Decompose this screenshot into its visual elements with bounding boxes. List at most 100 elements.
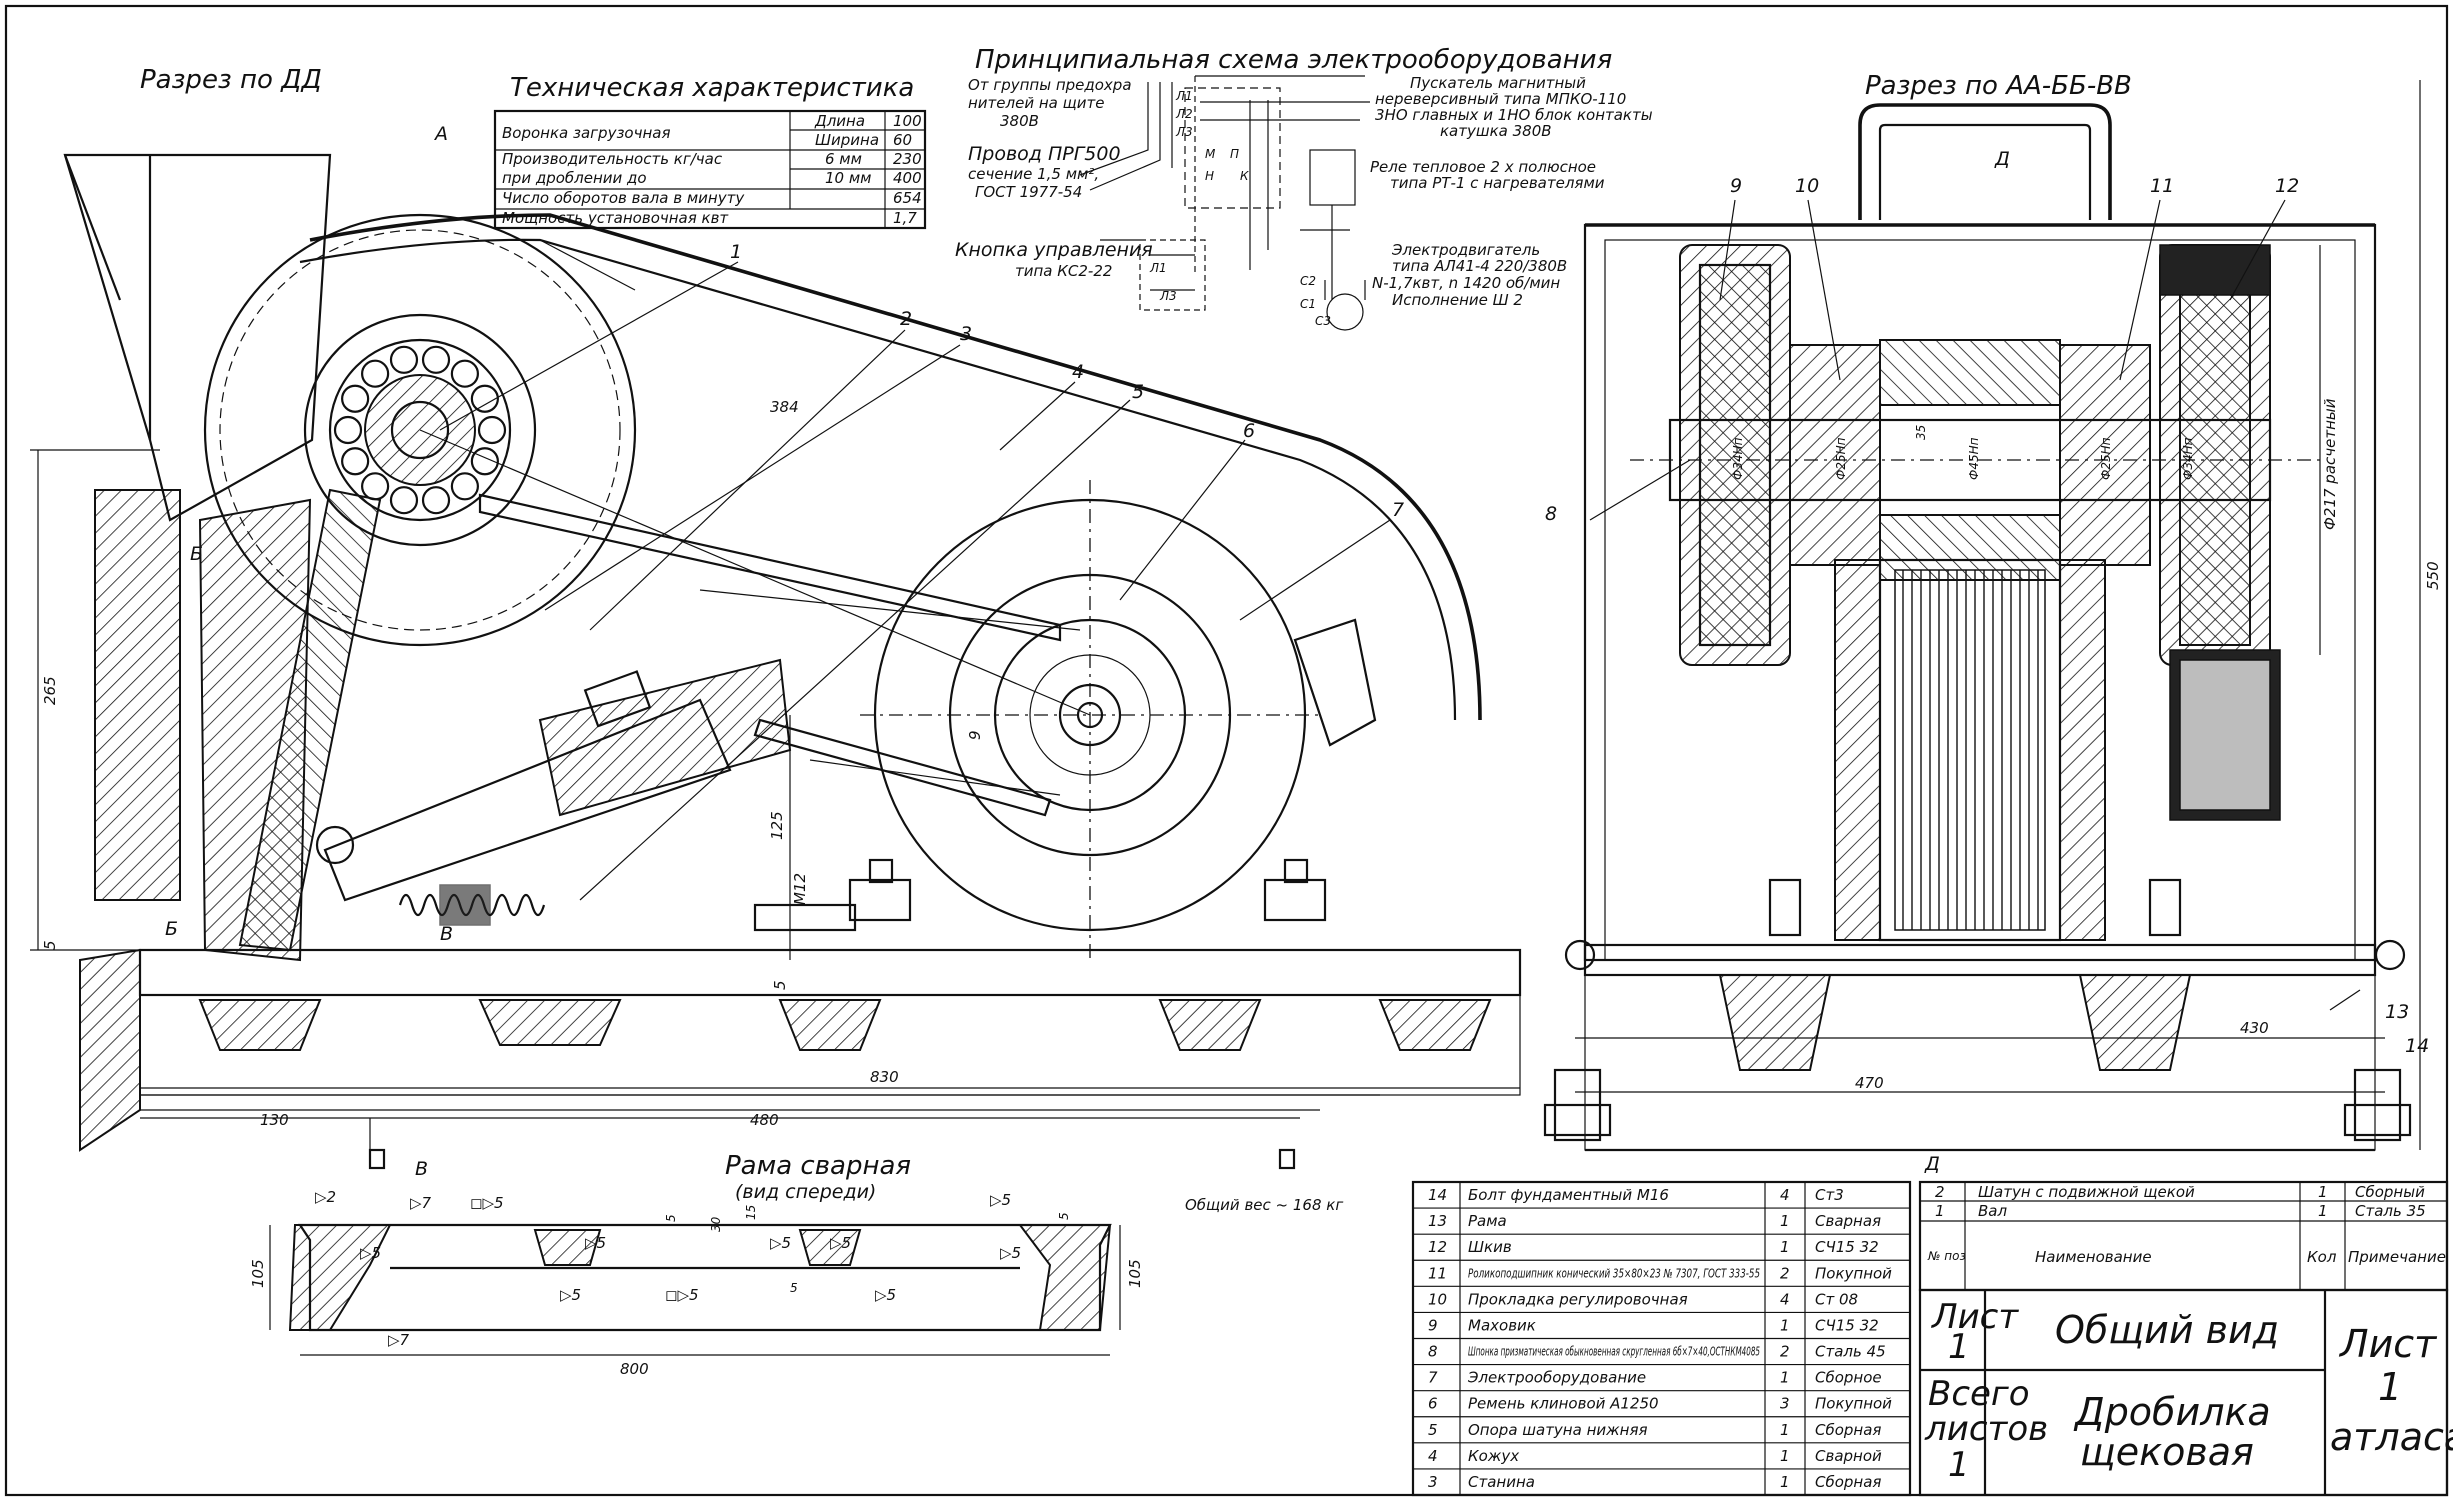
bom-name: Электрооборудование — [1467, 1369, 1646, 1387]
bearing-roller — [470, 384, 499, 413]
weld-5: ▷5 — [585, 1234, 606, 1252]
bom-qty: 1 — [1780, 1369, 1790, 1387]
section-dd-heading: Разрез по ДД — [140, 65, 322, 95]
bom-qty: 3 — [1780, 1395, 1790, 1413]
bearing-roller — [421, 345, 451, 374]
bearing-roller — [341, 384, 370, 413]
bom-qty: 1 — [1780, 1473, 1790, 1491]
dim-5-mid: 5 — [771, 980, 789, 990]
tech-row-funnel: Воронка загрузочная — [502, 124, 670, 142]
frame-front-view: Рама сварная (вид спереди) Общий вес ~ 1… — [249, 1151, 1343, 1378]
tech-row-rpm-val: 654 — [893, 189, 922, 207]
dim-35: 35 — [1914, 425, 1928, 440]
weld-3: ◻▷5 — [470, 1194, 504, 1212]
section-mark-v-bottom: В — [415, 1158, 428, 1180]
section-mark-d-top: Д — [1994, 148, 2010, 170]
svg-text:С2: С2 — [1300, 274, 1316, 288]
svg-text:С1: С1 — [1300, 297, 1316, 311]
section-mark-b-top: Б — [190, 543, 203, 565]
svg-text:Л3: Л3 — [1175, 125, 1193, 139]
svg-text:С3: С3 — [1315, 314, 1331, 328]
bom-note: Сварной — [1815, 1447, 1882, 1465]
callout-10: 10 — [1795, 175, 1819, 197]
bom-pos: 9 — [1428, 1316, 1438, 1334]
bom-header-name: Наименование — [2035, 1248, 2152, 1266]
bom-note: Ст3 — [1815, 1186, 1844, 1204]
scheme-motor-2: типа АЛ41-4 220/380В — [1392, 257, 1567, 275]
section-mark-b-bottom: Б — [165, 918, 178, 940]
bom-note: Сборная — [1815, 1421, 1881, 1439]
svg-text:М: М — [1205, 147, 1216, 161]
dim-9: 9 — [966, 730, 984, 740]
weld-9: ◻▷5 — [665, 1286, 699, 1304]
right-section-view: 8 9 10 11 12 13 14 Д Д Ф34Нп Ф25Нп 35 Ф4… — [1543, 80, 2442, 1175]
callout-7: 7 — [1392, 499, 1404, 521]
dim-470: 470 — [1855, 1074, 1884, 1092]
bom-name: Ремень клиновой А1250 — [1468, 1395, 1659, 1413]
bom-note: СЧ15 32 — [1815, 1238, 1879, 1256]
scheme-heading: Принципиальная схема электрооборудования — [975, 45, 1612, 75]
dim-265: 265 — [41, 676, 59, 705]
weld-11: ▷5 — [1000, 1244, 1021, 1262]
tech-row-width-val: 60 — [893, 131, 912, 149]
bom-pos: 5 — [1428, 1421, 1438, 1439]
dim-phi45: Ф45Нп — [1967, 437, 1981, 480]
bearing-roller — [450, 359, 479, 388]
title-block: Лист 1 Всего листов 1 Общий вид Дробилка… — [1918, 1288, 2453, 1497]
bom-note: Сварная — [1815, 1212, 1881, 1230]
bom-r-note-2: Сборный — [2355, 1183, 2425, 1201]
bom-r-pos-1: 1 — [1935, 1202, 1945, 1220]
callout-2: 2 — [900, 308, 912, 330]
total-sheets-number: 1 — [1948, 1445, 1970, 1485]
bom-pos: 3 — [1428, 1473, 1438, 1491]
dim-phi25-left: Ф25Нп — [1834, 437, 1848, 480]
scheme-motor-3: N-1,7квт, n 1420 об/мин — [1372, 274, 1560, 292]
weld-1: ▷2 — [315, 1188, 336, 1206]
flywheel-left — [203, 213, 637, 647]
bom-name: Опора шатуна нижняя — [1468, 1421, 1648, 1439]
bom-pos: 6 — [1428, 1395, 1438, 1413]
dim-480: 480 — [750, 1111, 779, 1129]
bom-header-qty: Кол — [2307, 1248, 2337, 1266]
bearing-roller — [477, 415, 507, 445]
bom-name: Маховик — [1468, 1316, 1536, 1334]
section-mark-d-bottom: Д — [1924, 1153, 1940, 1175]
atlas-sheet-label: Лист — [2338, 1322, 2438, 1366]
callout-14: 14 — [2405, 1035, 2429, 1057]
bom-r-qty-2: 1 — [2318, 1183, 2328, 1201]
bom-name: Болт фундаментный М16 — [1468, 1186, 1669, 1204]
bearing-roller — [333, 415, 363, 445]
callout-8: 8 — [1545, 503, 1557, 525]
bearing-roller — [361, 359, 390, 388]
tech-spec-heading: Техническая характеристика — [510, 73, 914, 103]
bom-r-note-1: Сталь 35 — [2355, 1202, 2426, 1220]
tech-row-prod-sub: 6 мм — [825, 150, 862, 168]
bom-name: Роликоподшипник конический 35×80×23 № 73… — [1468, 1266, 1760, 1280]
scheme-relay-1: Реле тепловое 2 х полюсное — [1370, 158, 1596, 176]
tech-row-funnel-val: 100 — [893, 112, 922, 130]
bearing-roller — [470, 447, 499, 476]
scheme-wire-2: сечение 1,5 мм², — [968, 165, 1099, 183]
bom-note: Сборная — [1815, 1473, 1881, 1491]
dim-125: 125 — [768, 811, 786, 840]
bom-pos: 10 — [1428, 1290, 1447, 1308]
scheme-supply-3: 380В — [1000, 112, 1039, 130]
frame-dim-30: 30 — [709, 1216, 723, 1232]
weld-7: ▷5 — [830, 1234, 851, 1252]
bom-header-pos: № поз — [1927, 1249, 1966, 1263]
callout-5: 5 — [1132, 381, 1144, 403]
scheme-button-2: типа КС2-22 — [1015, 262, 1112, 280]
scheme-starter-1: Пускатель магнитный — [1410, 74, 1586, 92]
atlas-word: атласа — [2330, 1415, 2453, 1459]
weld-8: ▷5 — [875, 1286, 896, 1304]
bom-qty: 4 — [1780, 1186, 1790, 1204]
bom-pos: 14 — [1428, 1186, 1447, 1204]
dim-384: 384 — [770, 398, 799, 416]
frame-title-1: Рама сварная — [725, 1151, 911, 1181]
weld-10: ▷5 — [990, 1191, 1011, 1209]
product-name-1: Дробилка — [2073, 1390, 2271, 1434]
bearing-roller — [341, 447, 370, 476]
view-name: Общий вид — [2055, 1308, 2279, 1352]
bom-qty: 2 — [1780, 1343, 1790, 1361]
